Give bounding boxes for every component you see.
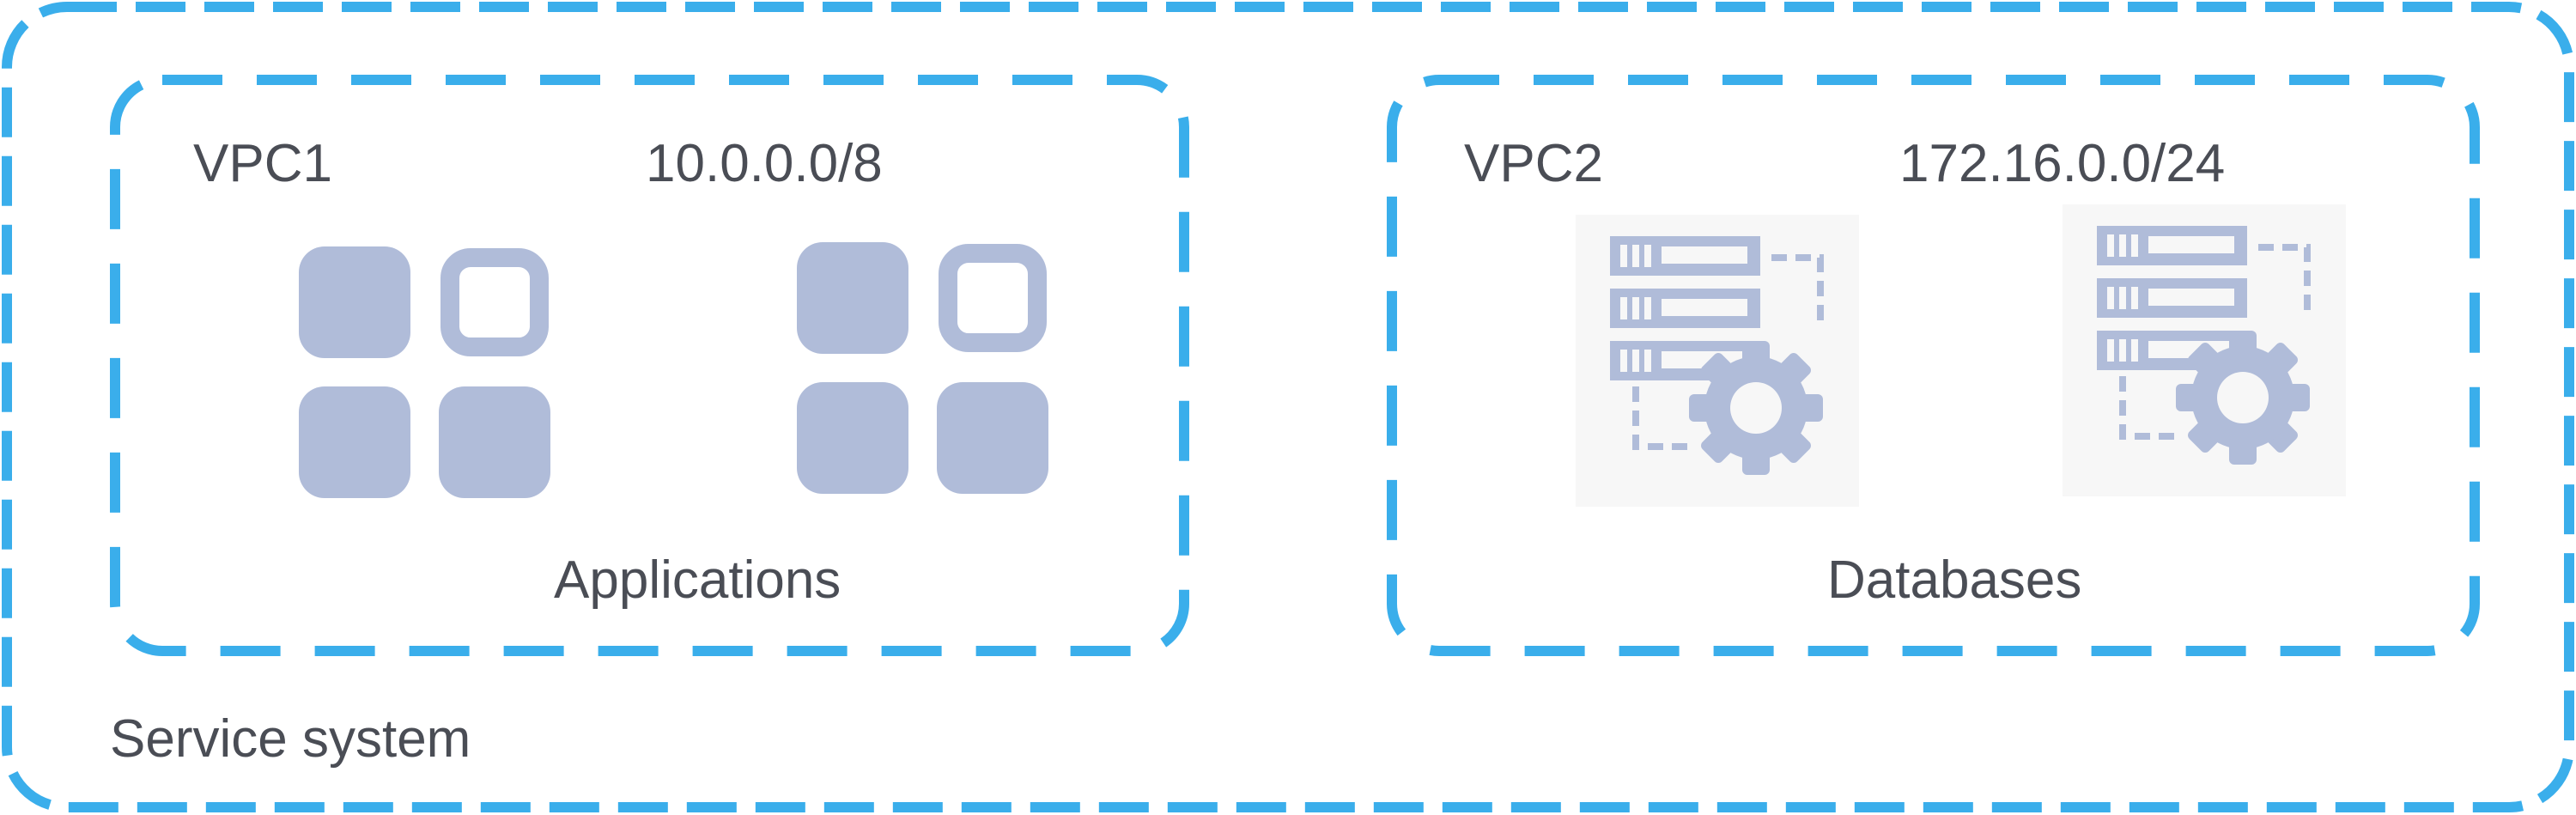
service-system-label: Service system [110, 709, 471, 769]
vpc1-cidr: 10.0.0.0/8 [646, 134, 883, 193]
app-grid-icon [797, 242, 1048, 494]
vpc1-name: VPC1 [193, 134, 332, 193]
vpc2-cidr: 172.16.0.0/24 [1899, 134, 2226, 193]
vpc2-caption: Databases [1827, 550, 2082, 610]
vpc2-boundary [1387, 75, 2480, 656]
database-server-gear-icon [2063, 204, 2346, 496]
app-grid-icon [299, 246, 550, 498]
vpc1-caption: Applications [554, 550, 841, 610]
database-server-gear-icon [1576, 215, 1859, 507]
vpc1-boundary [110, 75, 1189, 656]
vpc2-name: VPC2 [1464, 134, 1603, 193]
